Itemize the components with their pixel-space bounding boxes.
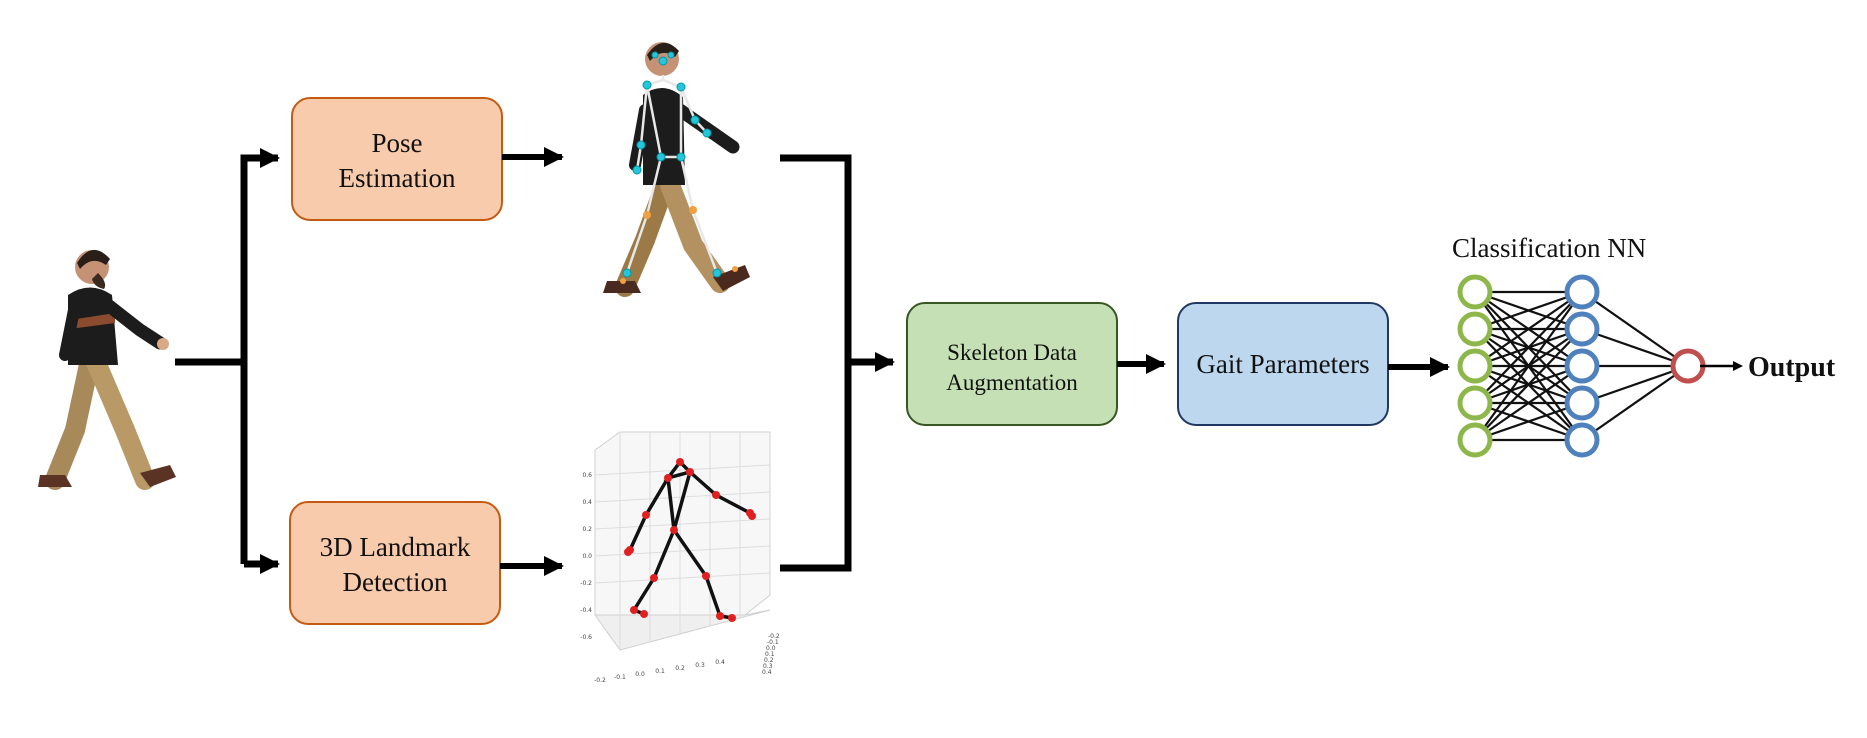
- nn-input-node: [1457, 348, 1493, 384]
- pose-estimation-line2: Estimation: [339, 163, 456, 193]
- landmark-detection-block: 3D Landmark Detection: [289, 501, 501, 625]
- landmark-joint: [650, 574, 658, 582]
- landmark-detection-box: [289, 501, 501, 625]
- landmark-joint: [748, 512, 756, 520]
- y-tick-label: -0.2: [768, 633, 780, 640]
- nn-hidden-node: [1564, 422, 1600, 458]
- x-tick-label: 0.3: [695, 662, 705, 669]
- gait-parameters-label: Gait Parameters: [1196, 349, 1369, 379]
- augmentation-line1: Skeleton Data: [947, 340, 1077, 365]
- landmark-joint: [624, 548, 632, 556]
- y-tick-label: 0.1: [765, 651, 775, 658]
- z-tick-label: -0.4: [580, 607, 592, 614]
- y-tick-label: 0.4: [762, 669, 772, 676]
- landmark-joint: [716, 612, 724, 620]
- x-tick-label: 0.2: [675, 665, 685, 672]
- landmark-joint: [640, 610, 648, 618]
- landmark-joint: [712, 491, 720, 499]
- pose-estimation-line1: Pose: [371, 128, 422, 158]
- augmentation-block: Skeleton Data Augmentation: [906, 302, 1118, 426]
- landmark-joint: [702, 572, 710, 580]
- z-tick-label: 0.6: [582, 472, 592, 479]
- landmark-joint: [686, 468, 694, 476]
- x-tick-label: 0.4: [715, 659, 725, 666]
- y-tick-label: 0.2: [764, 657, 774, 664]
- x-tick-label: 0.0: [635, 671, 645, 678]
- landmark-joint: [670, 526, 678, 534]
- z-tick-label: 0.4: [582, 499, 592, 506]
- pose-estimation-block: Pose Estimation: [291, 97, 503, 221]
- nn-hidden-node: [1564, 385, 1600, 421]
- nn-input-node: [1457, 311, 1493, 347]
- x-tick-label: -0.2: [594, 677, 606, 684]
- pose-estimation-box: [291, 97, 503, 221]
- merge-connector: [780, 154, 895, 572]
- y-tick-label: 0.0: [766, 645, 776, 652]
- z-tick-label: 0.0: [582, 553, 592, 560]
- neural-network-icon: [1457, 274, 1743, 458]
- split-connector: [175, 148, 280, 574]
- nn-hidden-node: [1564, 274, 1600, 310]
- nn-hidden-node: [1564, 311, 1600, 347]
- nn-input-node: [1457, 385, 1493, 421]
- y-tick-label: -0.1: [767, 639, 779, 646]
- landmark-joint: [676, 458, 684, 466]
- gait-parameters-block: Gait Parameters: [1177, 302, 1389, 426]
- nn-input-node: [1457, 274, 1493, 310]
- nn-input-node: [1457, 422, 1493, 458]
- y-tick-label: 0.3: [763, 663, 773, 670]
- z-tick-label: -0.6: [580, 634, 592, 641]
- z-tick-label: 0.2: [582, 526, 592, 533]
- landmark-joint: [642, 511, 650, 519]
- z-tick-label: -0.2: [580, 580, 592, 587]
- walking-person-icon: [38, 249, 176, 490]
- landmark-joint: [630, 606, 638, 614]
- output-label: Output: [1748, 352, 1836, 383]
- landmark-detection-line2: Detection: [343, 567, 448, 597]
- nn-title: Classification NN: [1452, 233, 1646, 263]
- landmark-joint: [728, 614, 736, 622]
- nn-output-node: [1670, 348, 1706, 384]
- landmark-joint: [664, 474, 672, 482]
- nn-hidden-node: [1564, 348, 1600, 384]
- landmark-detection-line1: 3D Landmark: [320, 532, 471, 562]
- pose-skeleton-icon: [603, 42, 750, 297]
- x-tick-label: -0.1: [614, 674, 626, 681]
- x-tick-label: 0.1: [655, 668, 665, 675]
- augmentation-line2: Augmentation: [946, 370, 1078, 395]
